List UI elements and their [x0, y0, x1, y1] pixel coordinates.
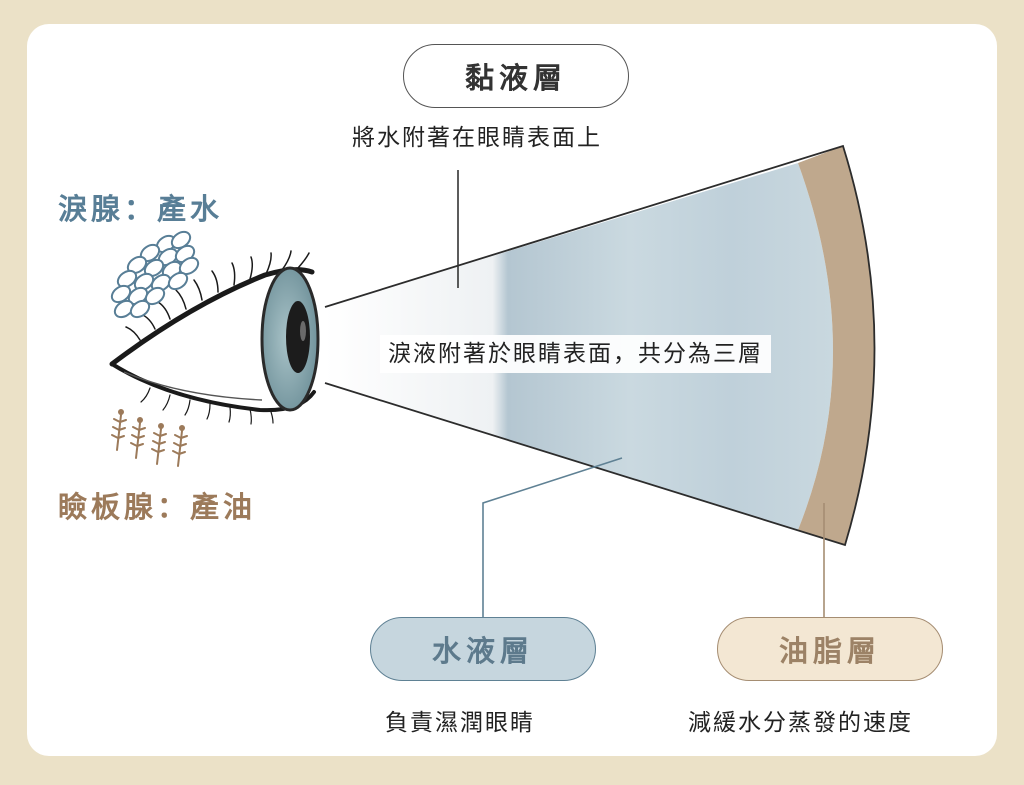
meibomian-gland-icon [111, 409, 188, 467]
mucus-layer-label: 黏液層 [403, 44, 629, 108]
lacrimal-gland-label: 淚腺：產水 [58, 192, 224, 226]
lipid-band [798, 146, 875, 545]
lacrimal-gland-icon [110, 230, 200, 319]
lipid-layer-description: 減緩水分蒸發的速度 [688, 710, 913, 736]
mucus-layer-description: 將水附著在眼睛表面上 [352, 125, 602, 151]
aqueous-leader-line [482, 457, 623, 617]
lipid-layer-label: 油脂層 [717, 617, 943, 681]
aqueous-layer-description: 負責濕潤眼睛 [385, 710, 535, 736]
eye-icon [109, 250, 320, 425]
meibomian-gland-label: 瞼板腺：產油 [58, 490, 257, 524]
tear-film-caption: 淚液附著於眼睛表面，共分為三層 [380, 335, 771, 373]
aqueous-layer-label: 水液層 [370, 617, 596, 681]
